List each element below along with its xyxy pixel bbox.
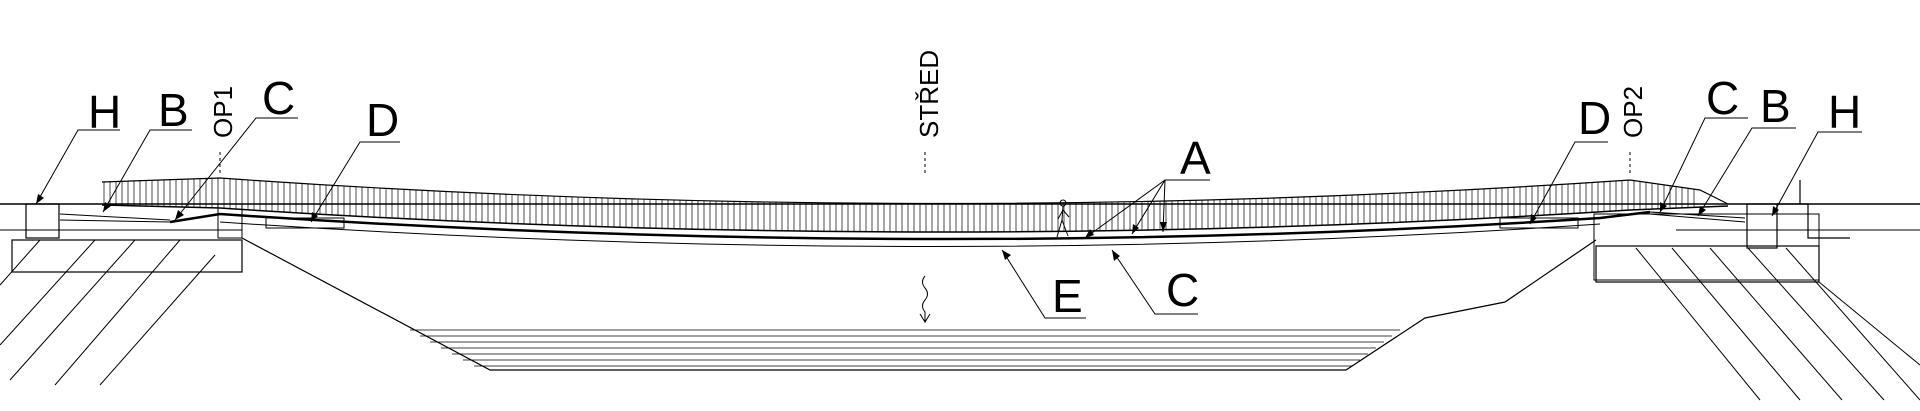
label-op1: OP1 xyxy=(208,86,238,138)
label-op2: OP2 xyxy=(1618,86,1648,138)
label-b-right: B xyxy=(1760,80,1791,132)
railing-bars xyxy=(103,178,1695,232)
leader-lines xyxy=(35,117,1862,319)
bridge-deck xyxy=(59,177,1746,247)
label-b-left: B xyxy=(158,84,189,136)
terrain xyxy=(0,203,1920,371)
river-hatching xyxy=(410,329,1400,367)
arrow-heads xyxy=(36,194,1779,261)
person-walking-icon xyxy=(1056,199,1070,238)
label-c-right: C xyxy=(1706,72,1739,124)
label-stred: STŘED xyxy=(914,50,944,138)
right-abutment xyxy=(1593,180,1920,401)
label-h-right: H xyxy=(1828,86,1861,138)
label-d-left: D xyxy=(366,94,399,146)
left-abutment xyxy=(0,203,243,386)
label-c-bottom: C xyxy=(1166,264,1199,316)
flow-arrow-icon xyxy=(919,275,931,323)
label-e: E xyxy=(1052,270,1083,322)
labels: H B C D A D C B H E C OP1 STŘED OP2 xyxy=(88,50,1861,322)
label-h-left: H xyxy=(88,86,121,138)
label-c-left: C xyxy=(262,72,295,124)
label-d-right: D xyxy=(1578,92,1611,144)
label-a: A xyxy=(1180,132,1211,184)
